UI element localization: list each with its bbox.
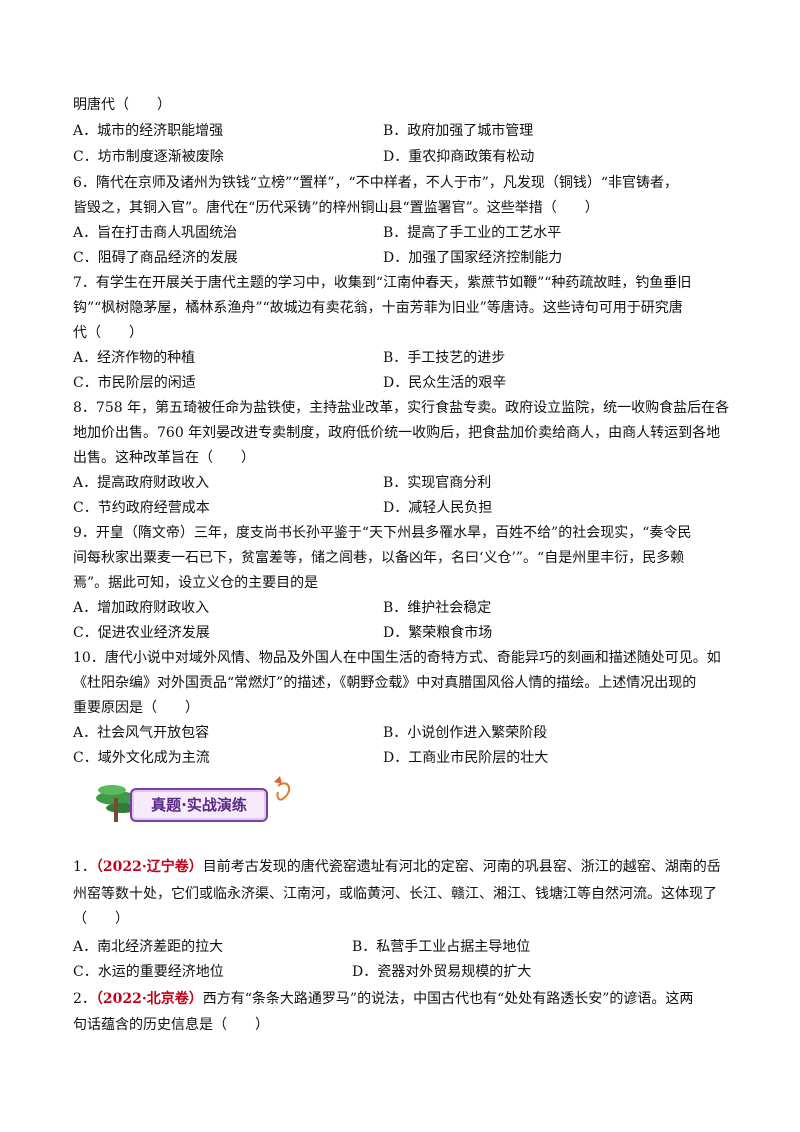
option-c: C．坊市制度逐渐被废除 [73,149,224,165]
option-a: A．社会风气开放包容 [73,725,210,741]
real-question-2-stem: 句话蕴含的历史信息是（ ） [73,1017,269,1033]
section-banner: 真题·实战演练 [88,768,298,832]
question-9-stem: 焉”。据此可知，设立义仓的主要目的是 [73,575,319,591]
option-b: B．实现官商分利 [383,475,492,491]
option-b: B．提高了手工业的工艺水平 [383,225,562,241]
question-10-stem: 《杜阳杂编》对外国贡品“常燃灯”的描述，《朝野佥载》中对真腊国风俗人情的描绘。上… [73,675,697,691]
option-d: D．繁荣粮食市场 [383,625,493,641]
real-question-1-stem: 州窑等数十处，它们或临永济渠、江南河，或临黄河、长江、赣江、湘江、钱塘江等自然河… [73,886,717,902]
question-8-stem: 出售。这种改革旨在（ ） [73,450,255,466]
option-d: D．重农抑商政策有松动 [383,149,535,165]
option-c: C．水运的重要经济地位 [73,964,224,980]
option-c: C．节约政府经营成本 [73,500,210,516]
option-d: D．瓷器对外贸易规模的扩大 [352,964,532,980]
option-a: A．旨在打击商人巩固统治 [73,225,238,241]
option-b: B．政府加强了城市管理 [383,123,534,139]
question-number: 1． [73,859,96,875]
real-question-2-stem: 2．（2022·北京卷）西方有“条条大路通罗马”的说法，中国古代也有“处处有路透… [73,990,733,1008]
question-9-stem: 间每秋家出粟麦一石已下，贫富差等，储之闾巷，以备凶年，名曰‘义仓’”。“自是州里… [73,550,685,566]
real-question-1-stem: （ ） [73,911,129,927]
question-text: 西方有“条条大路通罗马”的说法，中国古代也有“处处有路透长安”的谚语。这两 [202,991,694,1007]
question-8-stem: 地加价出售。760 年刘晏改进专卖制度，政府低价统一收购后，把食盐加价卖给商人，… [73,425,721,441]
option-a: A．城市的经济职能增强 [73,123,224,139]
option-a: A．提高政府财政收入 [73,475,210,491]
question-10-stem: 重要原因是（ ） [73,700,199,716]
option-b: B．小说创作进入繁荣阶段 [383,725,548,741]
source-tag: （2022·辽宁卷） [95,859,203,875]
option-b: B．私营手工业占据主导地位 [352,939,531,955]
question-stem-tail: 明唐代（ ） [73,97,171,113]
question-text: 目前考古发现的唐代瓷窑遗址有河北的定窑、河南的巩县窑、浙江的越窑、湖南的岳 [202,859,721,875]
option-d: D．工商业市民阶层的壮大 [383,750,549,766]
question-7-stem: 代（ ） [73,325,143,341]
option-c: C．市民阶层的闲适 [73,375,196,391]
option-c: C．促进农业经济发展 [73,625,210,641]
section-title: 真题·实战演练 [151,796,247,814]
source-tag: （2022·北京卷） [95,991,203,1007]
option-b: B．手工技艺的进步 [383,350,506,366]
option-a: A．增加政府财政收入 [73,600,210,616]
question-7-stem: 钩”“枫树隐茅屋，橘林系渔舟”“故城边有卖花翁，十亩芳菲为旧业”等唐诗。这些诗句… [73,300,683,316]
question-6-stem: 皆毁之，其铜入官”。唐代在“历代采铸”的梓州铜山县“置监署官”。这些举措（ ） [73,200,599,216]
option-d: D．加强了国家经济控制能力 [383,250,563,266]
question-10-stem: 10．唐代小说中对域外风情、物品及外国人在中国生活的奇特方式、奇能异巧的刻画和描… [73,650,721,666]
question-8-stem: 8．758 年，第五琦被任命为盐铁使，主持盐业改革，实行食盐专卖。政府设立监院，… [73,400,730,416]
option-c: C．域外文化成为主流 [73,750,210,766]
option-d: D．减轻人民负担 [383,500,493,516]
option-a: A．经济作物的种植 [73,350,196,366]
option-c: C．阻碍了商品经济的发展 [73,250,238,266]
option-d: D．民众生活的艰辛 [383,375,507,391]
real-question-1-stem: 1．（2022·辽宁卷）目前考古发现的唐代瓷窑遗址有河北的定窑、河南的巩县窑、浙… [73,858,733,876]
question-6-stem: 6．隋代在京师及诸州为铁钱“立榜”“置样”，“不中样者，不人于市”，凡发现（铜钱… [73,175,679,191]
question-7-stem: 7．有学生在开展关于唐代主题的学习中，收集到“江南仲春天，紫蔗节如鞭”“种药疏故… [73,275,692,291]
question-9-stem: 9．开皇（隋文帝）三年，度支尚书长孙平鉴于“天下州县多罹水旱，百姓不给”的社会现… [73,525,692,541]
banner-frame: 真题·实战演练 [130,788,268,822]
question-number: 2． [73,991,96,1007]
option-a: A．南北经济差距的拉大 [73,939,224,955]
option-b: B．维护社会稳定 [383,600,492,616]
